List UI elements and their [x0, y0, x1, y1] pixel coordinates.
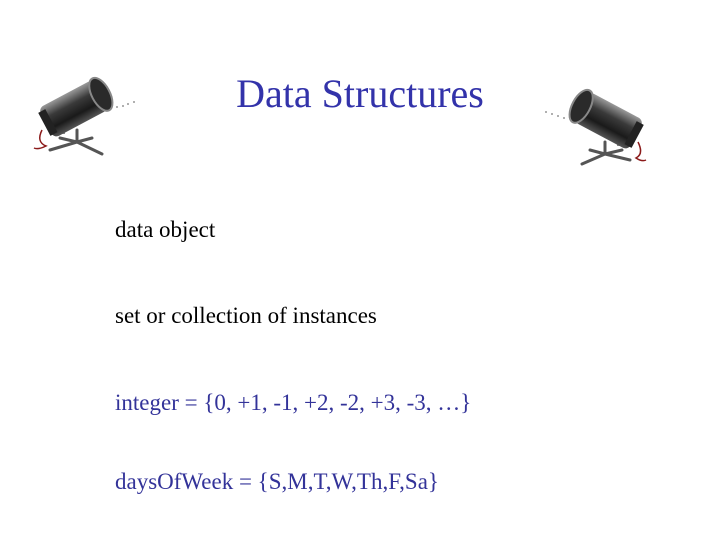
bullet-data-object: data object: [115, 217, 216, 242]
example-days-of-week-set: daysOfWeek = {S,M,T,W,Th,F,Sa}: [115, 469, 439, 494]
bullet-set-collection: set or collection of instances: [115, 303, 377, 328]
spotlight-icon: [22, 62, 152, 172]
example-integer-set: integer = {0, +1, -1, +2, -2, +3, -3, …}: [115, 390, 472, 415]
spotlight-icon: [530, 72, 660, 182]
slide-title: Data Structures: [236, 71, 484, 116]
